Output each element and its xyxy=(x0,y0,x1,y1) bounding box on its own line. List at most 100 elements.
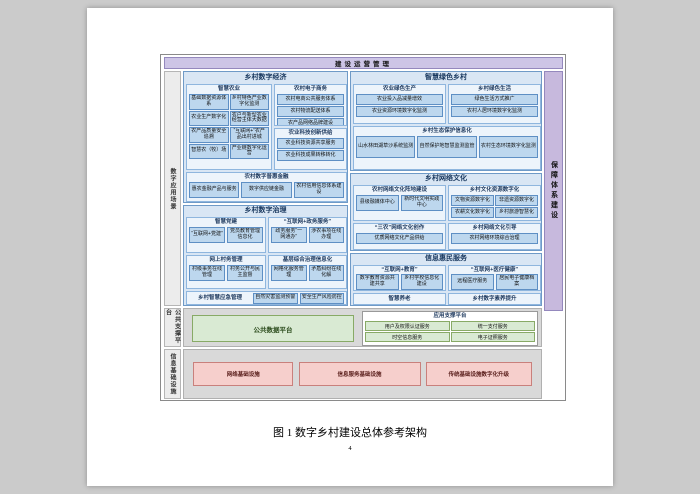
left-label-digital-scenarios: 数字应用场景 xyxy=(164,71,181,306)
sub-digital-inclusive-finance: 农村数字普惠金融 惠农金融产品与服务 数字供应链金融 农村信用信息体系建设 xyxy=(186,172,347,202)
item-box: 数字教育资源共建共享 xyxy=(356,274,399,290)
sub-title: 乡村智慧应急管理 xyxy=(197,294,242,301)
item-box: 用户及权限认证服务 xyxy=(365,321,450,331)
sub-title: 智慧农业 xyxy=(217,86,240,92)
sub-title: “互联网+教育” xyxy=(381,267,418,273)
item-box: 农产品质量安全追溯 xyxy=(189,127,229,143)
box-column: 优质网络文化产品供给 xyxy=(354,232,445,245)
sub-title: 网上村务管理 xyxy=(209,257,243,263)
item-box: 农耕文化数字化 xyxy=(451,207,494,218)
item-box: 山水林田湖草沙系统监测 xyxy=(356,136,416,158)
figure-caption: 图 1 数字乡村建设总体参考架构 xyxy=(273,427,427,439)
item-box: 电子证照服务 xyxy=(450,332,535,342)
box-row: 远程医疗服务 居民电子健康档案 xyxy=(449,274,540,290)
block-smart-green-village: 智慧绿色乡村 农业绿色生产 农业投入品减量增效 农业资源环境数字化监测 乡村绿色… xyxy=(350,71,542,171)
box-column: 农村网络环境综合治理 xyxy=(449,232,540,245)
item-box: 农户与新型农业经营主体大数据 xyxy=(229,110,269,126)
item-box: “互联网+”农产品出村进城 xyxy=(229,127,269,143)
sub-online-village-affairs: 网上村务管理 村级事务在线管理 村务公开与民主监督 xyxy=(186,255,266,289)
item-box: 涉农事项在线办理 xyxy=(308,227,344,243)
sub-title: “互联网+医疗健康” xyxy=(470,267,519,273)
page-number: 4 xyxy=(348,445,352,452)
sub-title: 乡村生态保护信息化 xyxy=(422,128,472,134)
item-box: 农产品网络品牌建设 xyxy=(277,118,344,125)
sub-rural-ecommerce: 农村电子商务 农村电商公共服务体系 农村物流配送体系 农产品网络品牌建设 xyxy=(274,84,347,126)
item-box: 乡村学校信息化建设 xyxy=(400,274,443,290)
box-grid: 文物资源数字化 非遗资源数字化 农耕文化数字化 乡村旅游智慧化 xyxy=(449,194,540,219)
item-box: 农业投入品减量增效 xyxy=(356,94,443,105)
item-box: 自然灾害监测预警 xyxy=(253,292,298,304)
sub-internet-healthcare: “互联网+医疗健康” 远程医疗服务 居民电子健康档案 xyxy=(448,265,541,291)
item-box: 乡村旅游智慧化 xyxy=(495,207,538,218)
item-box: 农村人居环境数字化监测 xyxy=(451,106,538,117)
block-title: 乡村网络文化 xyxy=(425,175,467,182)
sub-network-culture-guidance: 乡村网络文化引导 农村网络环境综合治理 xyxy=(448,223,541,250)
item-box: 农村信用信息体系建设 xyxy=(293,182,344,198)
item-box: 乡村特色产业数字化监测 xyxy=(229,94,269,110)
left-label-info-infrastructure: 信息基础设施 xyxy=(164,349,181,399)
left-label-text: 公共支撑平台 xyxy=(164,309,180,344)
box-row: 村级事务在线管理 村务公开与民主监督 xyxy=(187,264,265,282)
block-rural-digital-governance: 乡村数字治理 智慧党建 “互联网+党建” 党员教育管理信息化 “互联网+政务服务… xyxy=(183,205,348,306)
sub-agri-scitech-supply: 农业科技创新供给 农业科技资源共享服务 农业科技成果转移转化 xyxy=(274,128,347,170)
top-bar-construction-operation: 建设运营管理 xyxy=(164,57,563,69)
sub-title: 乡村绿色生活 xyxy=(477,86,511,92)
box-row: 山水林田湖草沙系统监测 自然保护地智慧监测监管 农村生态环境数字化监测 xyxy=(354,135,540,159)
item-box: 优质网络文化产品供给 xyxy=(356,233,443,244)
item-box: 惠农金融产品与服务 xyxy=(189,182,240,198)
left-label-text: 信息基础设施 xyxy=(169,353,175,395)
sub-title: “三农”网络文化创作 xyxy=(374,225,425,231)
item-box: 农村网络环境综合治理 xyxy=(451,233,538,244)
sub-smart-elderly-care: 智慧养老 xyxy=(353,293,446,305)
item-box: 新时代文明实践中心 xyxy=(400,195,443,211)
block-rural-network-culture: 乡村网络文化 农村网络文化阵地建设 县级融媒体中心 新时代文明实践中心 乡村文化… xyxy=(350,173,542,251)
right-bar-guarantee-system: 保障体系建设 xyxy=(544,71,563,311)
box-column: 农业投入品减量增效 农业资源环境数字化监测 xyxy=(354,93,445,118)
sub-eco-protection-informatization: 乡村生态保护信息化 山水林田湖草沙系统监测 自然保护地智慧监测监管 农村生态环境… xyxy=(353,126,541,170)
block-rural-digital-economy: 乡村数字经济 智慧农业 基础数据资源体系 乡村特色产业数字化监测 农业生产数字化… xyxy=(183,71,348,203)
item-box: 农村生态环境数字化监测 xyxy=(478,136,538,158)
item-box: 矛盾纠纷在线化解 xyxy=(308,265,344,281)
item-box: 农业资源环境数字化监测 xyxy=(356,106,443,117)
sub-title: 应用支撑平台 xyxy=(433,313,467,319)
sub-title: 农村网络文化阵地建设 xyxy=(371,187,427,193)
row-public-support-platform: 公共数据平台 应用支撑平台 用户及权限认证服务 统一支付服务 时空信息服务 电子… xyxy=(183,308,542,347)
architecture-figure: 建设运营管理 保障体系建设 数字应用场景 公共支撑平台 信息基础设施 乡村数字经… xyxy=(160,54,566,401)
sub-title: 乡村网络文化引导 xyxy=(472,225,517,231)
sub-digital-literacy: 乡村数字素养提升 xyxy=(448,293,541,305)
sub-internet-gov-service: “互联网+政务服务” 政务服务“一网通办” 涉农事项在线办理 xyxy=(268,217,347,253)
sub-smart-agriculture: 智慧农业 基础数据资源体系 乡村特色产业数字化监测 农业生产数字化 农户与新型农… xyxy=(186,84,272,170)
item-box: 远程医疗服务 xyxy=(451,274,494,290)
box-row: 县级融媒体中心 新时代文明实践中心 xyxy=(354,194,445,212)
item-box: 数字供应链金融 xyxy=(241,182,292,198)
item-box: 时空信息服务 xyxy=(365,332,450,342)
sub-sannong-culture-creation: “三农”网络文化创作 优质网络文化产品供给 xyxy=(353,223,446,250)
item-box: 农业科技资源共享服务 xyxy=(277,138,344,149)
right-bar-label: 保障体系建设 xyxy=(550,161,558,221)
item-box: 党员教育管理信息化 xyxy=(227,227,263,243)
sub-culture-position-building: 农村网络文化阵地建设 县级融媒体中心 新时代文明实践中心 xyxy=(353,185,446,221)
box-row: 政务服务“一网通办” 涉农事项在线办理 xyxy=(269,226,346,244)
box-row: 网格化服务管理 矛盾纠纷在线化解 xyxy=(269,264,346,282)
block-info-benefit-services: 信息惠民服务 “互联网+教育” 数字教育资源共建共享 乡村学校信息化建设 “互联… xyxy=(350,253,542,306)
item-box: 文物资源数字化 xyxy=(451,195,494,206)
item-box: 网格化服务管理 xyxy=(271,265,307,281)
infra-box-info-service: 信息服务基础设施 xyxy=(298,362,421,386)
sub-grassroots-governance: 基层综合治理信息化 网格化服务管理 矛盾纠纷在线化解 xyxy=(268,255,347,289)
infra-box-traditional-upgrade: 传统基础设施数字化升级 xyxy=(425,362,532,386)
item-box: 农村物流配送体系 xyxy=(277,106,344,117)
item-box: 基础数据资源体系 xyxy=(189,94,229,110)
sub-title: 智慧党建 xyxy=(214,219,237,225)
item-box: 安全生产风险防控 xyxy=(299,292,344,304)
sub-green-production: 农业绿色生产 农业投入品减量增效 农业资源环境数字化监测 xyxy=(353,84,446,124)
block-title: 乡村数字治理 xyxy=(244,207,287,214)
item-box: 政务服务“一网通办” xyxy=(271,227,307,243)
sub-title: 乡村文化资源数字化 xyxy=(469,187,520,193)
item-box: 智慧农（牧）场 xyxy=(189,143,229,159)
sub-internet-education: “互联网+教育” 数字教育资源共建共享 乡村学校信息化建设 xyxy=(353,265,446,291)
box-row: “互联网+党建” 党员教育管理信息化 xyxy=(187,226,265,244)
left-label-public-platform: 公共支撑平台 xyxy=(164,308,181,347)
app-support-platform-box: 应用支撑平台 用户及权限认证服务 统一支付服务 时空信息服务 电子证照服务 xyxy=(362,311,538,346)
row-info-infrastructure: 网络基础设施 信息服务基础设施 传统基础设施数字化升级 xyxy=(183,349,542,399)
